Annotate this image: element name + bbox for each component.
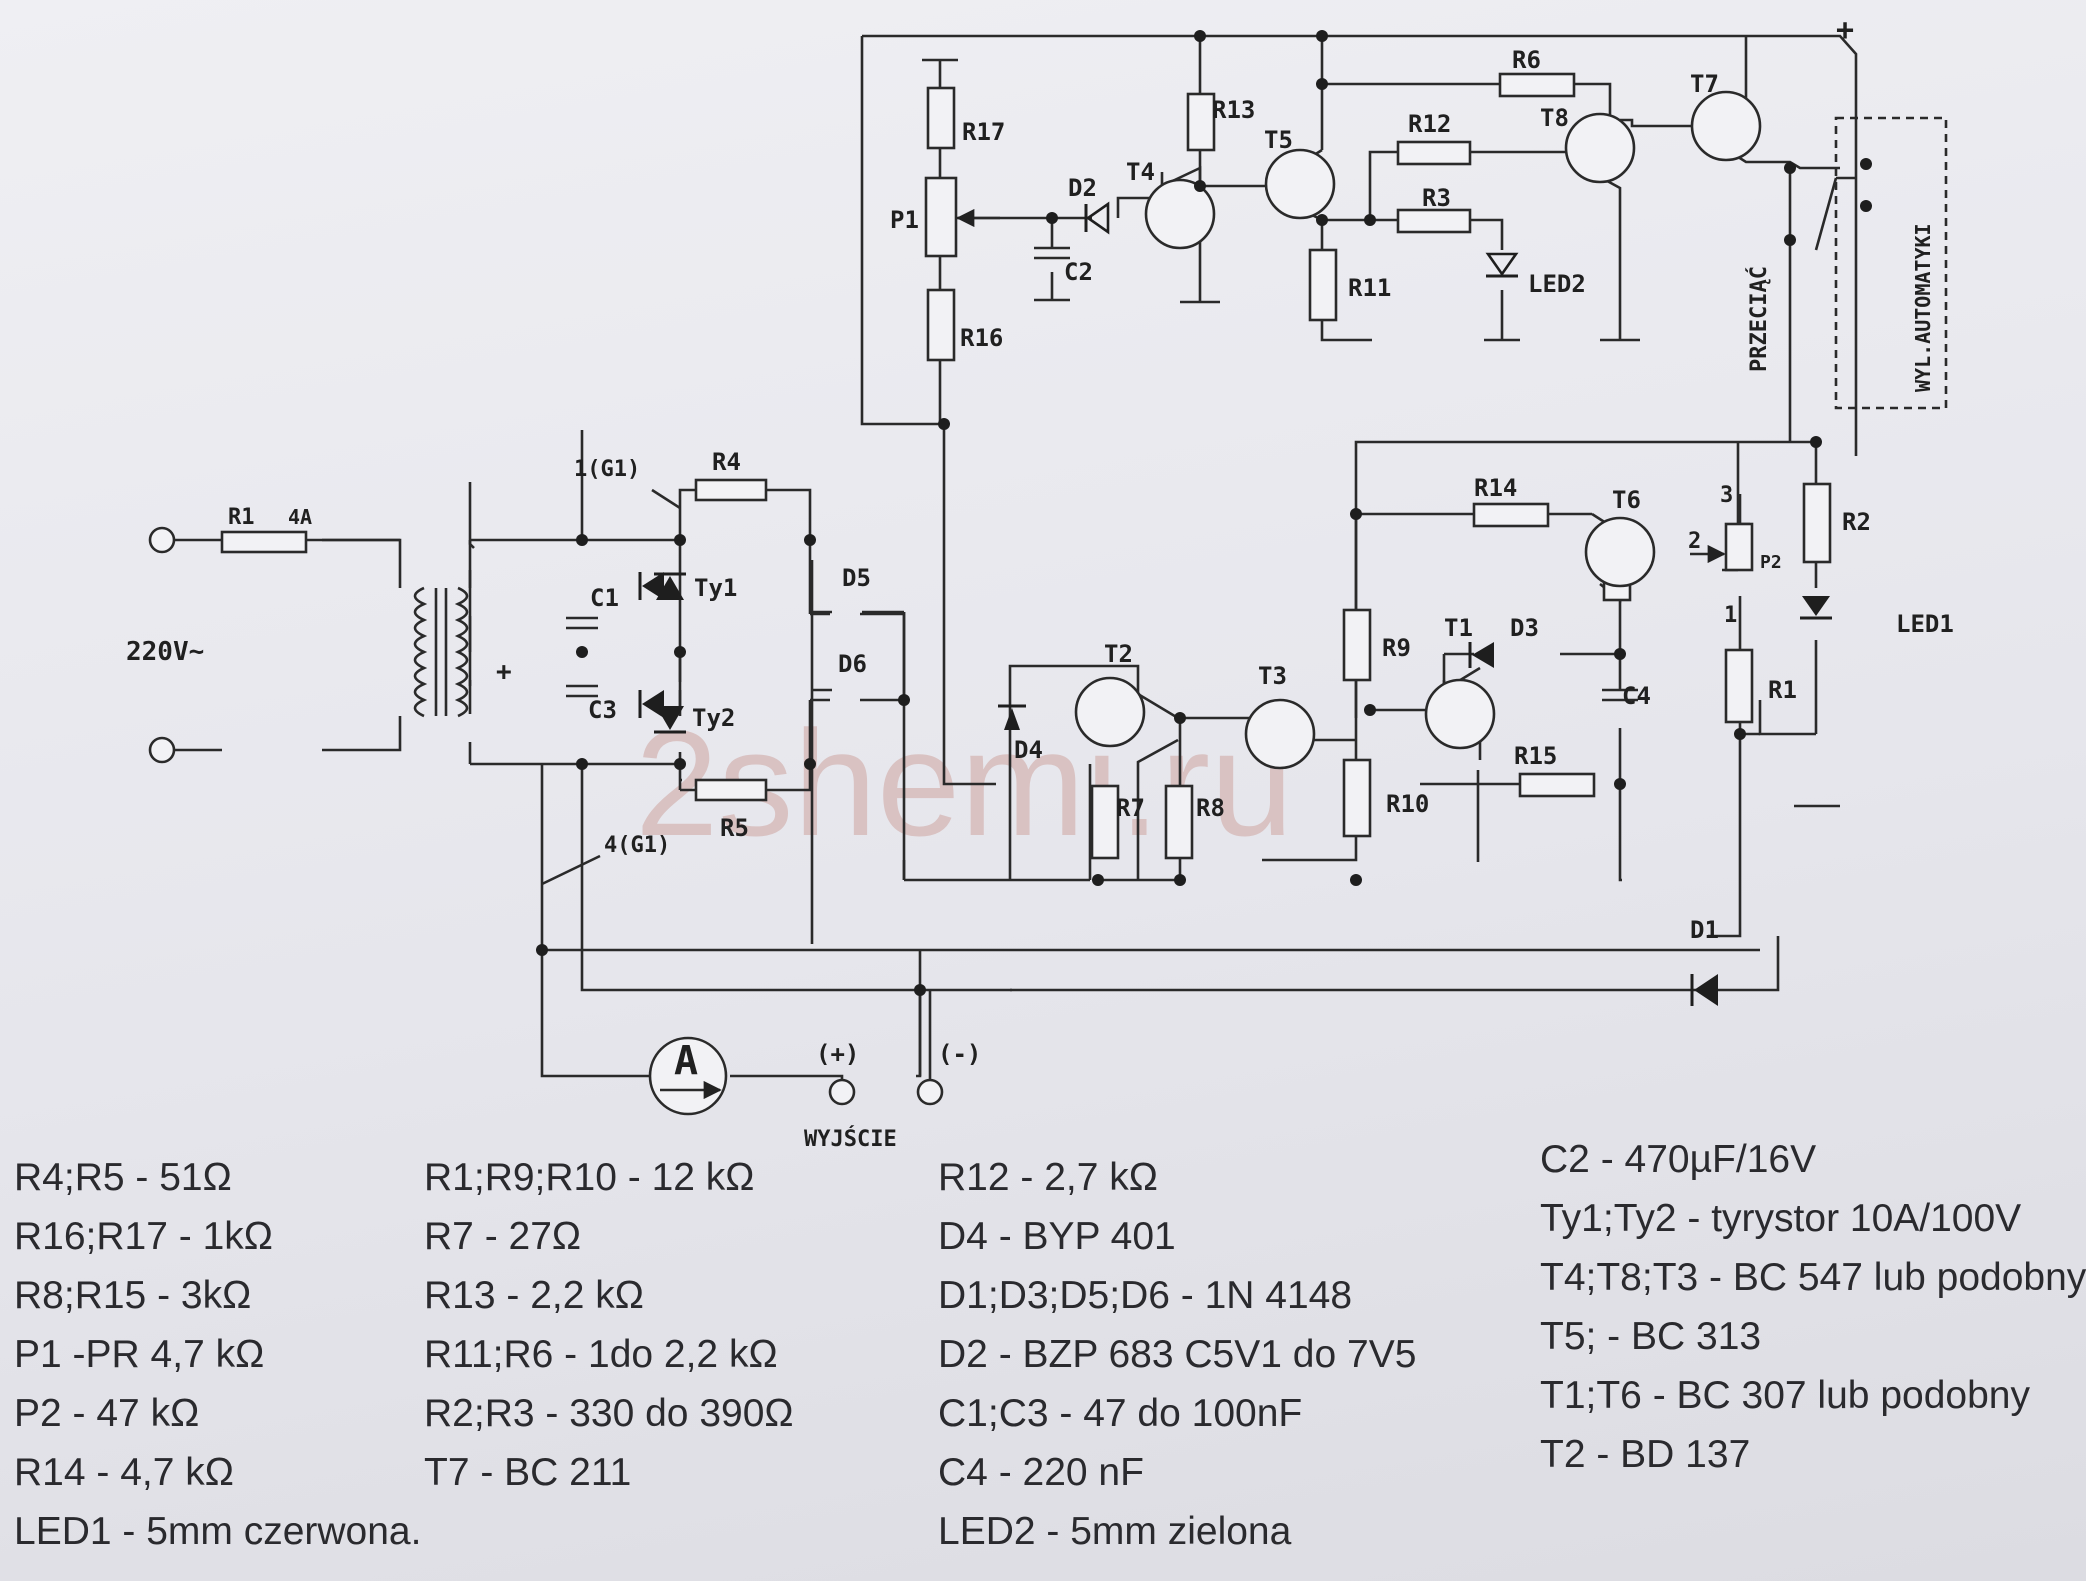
label-d3: D3 xyxy=(1510,614,1539,642)
label-r8: R8 xyxy=(1196,794,1225,822)
parts-item: T7 - BC 211 xyxy=(424,1451,632,1494)
label-t7: T7 xyxy=(1690,70,1719,98)
label-r16: R16 xyxy=(960,324,1003,352)
label-plus-transformer: + xyxy=(496,657,512,687)
label-r6: R6 xyxy=(1512,46,1541,74)
parts-list-col4: C2 - 470µF/16V Ty1;Ty2 - tyrystor 10A/10… xyxy=(1540,1130,2086,1484)
label-d2: D2 xyxy=(1068,174,1097,202)
label-g1-top: 1(G1) xyxy=(574,457,640,482)
symbols xyxy=(148,116,1948,1106)
label-out-plus: (+) xyxy=(816,1040,859,1068)
label-t3: T3 xyxy=(1258,662,1287,690)
parts-item: R11;R6 - 1do 2,2 kΩ xyxy=(424,1333,778,1376)
label-d4: D4 xyxy=(1014,736,1043,764)
diodes xyxy=(638,201,1832,1006)
parts-item: P2 - 47 kΩ xyxy=(14,1392,200,1435)
parts-item: T5; - BC 313 xyxy=(1540,1315,1762,1358)
label-led2: LED2 xyxy=(1528,270,1586,298)
schematic-labels: R1 4A 220V~ + 1(G1) 4(G1) R4 R5 C1 C3 Ty… xyxy=(126,13,1954,1152)
parts-item: R13 - 2,2 kΩ xyxy=(424,1274,644,1317)
label-c1: C1 xyxy=(590,584,619,612)
label-mains: 220V~ xyxy=(126,637,204,667)
label-t1: T1 xyxy=(1444,614,1473,642)
label-out-minus: (-) xyxy=(938,1040,981,1068)
label-d1: D1 xyxy=(1690,916,1719,944)
label-p1: P1 xyxy=(890,206,919,234)
label-p2: P2 xyxy=(1760,552,1782,573)
label-r2: R2 xyxy=(1842,508,1871,536)
parts-item: R1;R9;R10 - 12 kΩ xyxy=(424,1156,755,1199)
label-t4: T4 xyxy=(1126,158,1155,186)
parts-item: T4;T8;T3 - BC 547 lub podobny xyxy=(1540,1256,2086,1299)
label-r10: R10 xyxy=(1386,790,1429,818)
label-auto-off: WYL.AUTOMATYKI xyxy=(1911,223,1935,392)
parts-item: R12 - 2,7 kΩ xyxy=(938,1156,1158,1199)
label-c3: C3 xyxy=(588,696,617,724)
parts-list-col3: R12 - 2,7 kΩ D4 - BYP 401 D1;D3;D5;D6 - … xyxy=(938,1148,1416,1561)
label-output: WYJŚCIE xyxy=(804,1126,897,1152)
label-p2-pin1: 1 xyxy=(1724,603,1737,628)
parts-item: P1 -PR 4,7 kΩ xyxy=(14,1333,265,1376)
label-r1: R1 xyxy=(1768,676,1797,704)
label-r4: R4 xyxy=(712,448,741,476)
label-g1-bottom: 4(G1) xyxy=(604,833,670,858)
label-led1: LED1 xyxy=(1896,610,1954,638)
parts-item: D1;D3;D5;D6 - 1N 4148 xyxy=(938,1274,1353,1317)
label-plus-top: + xyxy=(1836,13,1854,48)
label-r9: R9 xyxy=(1382,634,1411,662)
parts-item: R4;R5 - 51Ω xyxy=(14,1156,232,1199)
label-ammeter: A xyxy=(674,1038,698,1084)
parts-item: C4 - 220 nF xyxy=(938,1451,1144,1494)
parts-item: LED2 - 5mm zielona xyxy=(938,1510,1292,1553)
label-c2: C2 xyxy=(1064,258,1093,286)
label-r15: R15 xyxy=(1514,742,1557,770)
parts-item: LED1 - 5mm czerwona. xyxy=(14,1510,422,1553)
label-r5: R5 xyxy=(720,814,749,842)
parts-item: R2;R3 - 330 do 390Ω xyxy=(424,1392,794,1435)
label-cut: PRZECIĄĆ xyxy=(1746,266,1772,372)
parts-item: R7 - 27Ω xyxy=(424,1215,582,1258)
parts-list-col2: R1;R9;R10 - 12 kΩ R7 - 27Ω R13 - 2,2 kΩ … xyxy=(424,1148,794,1502)
label-r7: R7 xyxy=(1116,794,1145,822)
label-p2-pin3: 3 xyxy=(1720,483,1733,508)
label-r11: R11 xyxy=(1348,274,1391,302)
parts-item: C2 - 470µF/16V xyxy=(1540,1138,1817,1181)
parts-item: T2 - BD 137 xyxy=(1540,1433,1751,1476)
label-d5: D5 xyxy=(842,564,871,592)
parts-item: D2 - BZP 683 C5V1 do 7V5 xyxy=(938,1333,1417,1376)
parts-item: T1;T6 - BC 307 lub podobny xyxy=(1540,1374,2030,1417)
label-r14: R14 xyxy=(1474,474,1517,502)
label-r3: R3 xyxy=(1422,184,1451,212)
parts-item: C1;C3 - 47 do 100nF xyxy=(938,1392,1303,1435)
label-r13: R13 xyxy=(1212,96,1255,124)
parts-item: R16;R17 - 1kΩ xyxy=(14,1215,273,1258)
parts-list-col1: R4;R5 - 51Ω R16;R17 - 1kΩ R8;R15 - 3kΩ P… xyxy=(14,1148,421,1561)
label-r17: R17 xyxy=(962,118,1005,146)
label-t5: T5 xyxy=(1264,126,1293,154)
label-fuse-r1: R1 xyxy=(228,505,255,530)
label-fuse-rating: 4A xyxy=(288,505,312,529)
parts-item: R14 - 4,7 kΩ xyxy=(14,1451,234,1494)
label-ty2: Ty2 xyxy=(692,704,735,732)
label-t8: T8 xyxy=(1540,104,1569,132)
label-t2: T2 xyxy=(1104,640,1133,668)
components xyxy=(220,72,1832,1116)
label-ty1: Ty1 xyxy=(694,574,737,602)
label-r12: R12 xyxy=(1408,110,1451,138)
parts-item: D4 - BYP 401 xyxy=(938,1215,1176,1258)
label-t6: T6 xyxy=(1612,486,1641,514)
junctions xyxy=(536,30,1872,996)
label-p2-pin2: 2 xyxy=(1688,529,1701,554)
label-c4: C4 xyxy=(1622,682,1651,710)
label-d6: D6 xyxy=(838,650,867,678)
parts-item: R8;R15 - 3kΩ xyxy=(14,1274,252,1317)
parts-item: Ty1;Ty2 - tyrystor 10A/100V xyxy=(1540,1197,2022,1240)
